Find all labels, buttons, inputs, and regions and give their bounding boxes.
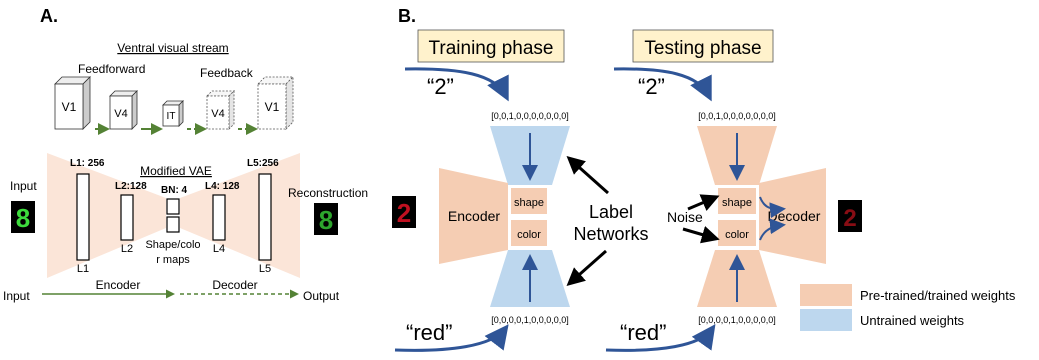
output-digit-glyph: 8 xyxy=(319,205,333,235)
stream-box-v1-input: V1 xyxy=(54,76,91,130)
training-quote-two: “2” xyxy=(427,74,454,99)
input-label: Input xyxy=(10,179,37,193)
layer-l4-size: L4: 128 xyxy=(205,181,240,192)
training-shape-latent xyxy=(511,188,547,214)
stream-box-v4-feedback: V4 xyxy=(206,90,235,130)
label-networks-arrow-down xyxy=(566,249,607,286)
legend-untrained-swatch xyxy=(800,309,852,331)
vae-title: Modified VAE xyxy=(140,164,212,178)
noise-to-shape-arrow xyxy=(687,194,720,211)
training-encoder xyxy=(439,168,508,264)
layer-l2-label: L2 xyxy=(121,243,133,255)
layer-l5-size: L5:256 xyxy=(247,158,279,169)
stream-box-label: V4 xyxy=(211,108,224,120)
training-quote-two-arrow xyxy=(404,67,509,102)
stream-box-label: V1 xyxy=(265,100,280,114)
training-digit-image xyxy=(392,196,416,228)
layer-bn-size: BN: 4 xyxy=(161,185,188,196)
layer-bn-shape-map xyxy=(166,198,180,215)
bottom-input-label: Input xyxy=(3,289,30,303)
maps-label-line1: Shape/colo xyxy=(145,239,200,251)
layer-l1 xyxy=(76,173,90,261)
testing-shape-latent xyxy=(718,188,756,214)
training-onehot-color: [0,0,0,0,1,0,0,0,0,0] xyxy=(491,315,569,325)
panel-a-label: A. xyxy=(40,6,58,26)
layer-l5-label: L5 xyxy=(259,263,271,275)
training-color-label: color xyxy=(517,229,541,241)
layer-l1-label: L1 xyxy=(77,263,89,275)
testing-digit-image xyxy=(838,200,862,232)
testing-title-box xyxy=(632,29,774,63)
testing-shape-to-decoder-arrow xyxy=(759,196,786,219)
layer-l2-size: L2:128 xyxy=(115,181,147,192)
feedback-label: Feedback xyxy=(200,66,254,80)
bottom-encoder-label: Encoder xyxy=(96,278,141,292)
testing-color-latent xyxy=(718,220,756,246)
testing-quote-two: “2” xyxy=(638,74,665,99)
layer-l4-label: L4 xyxy=(213,243,225,255)
stream-title: Ventral visual stream xyxy=(117,41,228,55)
stream-box-v4-feedforward: V4 xyxy=(109,90,138,130)
training-shape-label: shape xyxy=(514,197,544,209)
training-quote-red-arrow xyxy=(394,324,509,352)
bottom-output-label: Output xyxy=(303,289,340,303)
panel-b-label: B. xyxy=(398,6,416,26)
testing-digit-glyph: 2 xyxy=(843,205,856,232)
testing-color-label: color xyxy=(725,229,749,241)
stream-box-label: V1 xyxy=(62,100,77,114)
testing-color-to-decoder-arrow xyxy=(759,218,786,241)
output-digit-image xyxy=(314,203,338,235)
training-quote-red: “red” xyxy=(406,320,452,345)
legend-trained-swatch xyxy=(800,284,852,306)
legend-untrained-label: Untrained weights xyxy=(860,313,965,328)
input-digit-image xyxy=(11,201,35,233)
testing-shape-label: shape xyxy=(722,197,752,209)
testing-quote-two-arrow xyxy=(613,67,712,102)
testing-onehot-shape: [0,0,1,0,0,0,0,0,0,0] xyxy=(698,111,776,121)
testing-onehot-color: [0,0,0,0,1,0,0,0,0,0] xyxy=(698,315,776,325)
input-digit-glyph: 8 xyxy=(16,203,30,233)
layer-bn-color-map xyxy=(166,216,180,233)
testing-title: Testing phase xyxy=(644,38,761,59)
feedforward-label: Feedforward xyxy=(78,62,145,76)
noise-to-color-arrow xyxy=(682,226,720,244)
testing-quote-red-arrow xyxy=(605,324,716,352)
layer-l2 xyxy=(120,194,134,241)
stream-box-label: IT xyxy=(167,111,176,122)
layer-l4 xyxy=(212,194,226,241)
label-networks-line2: Networks xyxy=(573,224,648,244)
reconstruction-label: Reconstruction xyxy=(288,186,368,200)
testing-decoder-label: Decoder xyxy=(768,208,821,224)
testing-quote-red: “red” xyxy=(620,320,666,345)
training-onehot-shape: [0,0,1,0,0,0,0,0,0,0] xyxy=(491,111,569,121)
training-encoder-label: Encoder xyxy=(448,208,500,224)
bottom-decoder-label: Decoder xyxy=(212,278,257,292)
stream-box-v1-output: V1 xyxy=(257,76,294,130)
maps-label-line2: r maps xyxy=(156,254,190,266)
training-digit-glyph: 2 xyxy=(397,198,411,228)
training-title-box xyxy=(417,29,565,63)
legend-trained-label: Pre-trained/trained weights xyxy=(860,288,1016,303)
stream-box-it: IT xyxy=(162,100,184,127)
stream-box-label: V4 xyxy=(114,108,127,120)
label-networks-arrow-up xyxy=(566,156,609,195)
layer-l1-size: L1: 256 xyxy=(70,158,105,169)
label-networks-line1: Label xyxy=(589,202,633,222)
layer-l5 xyxy=(258,173,272,261)
testing-decoder xyxy=(759,168,826,264)
training-color-latent xyxy=(511,220,547,246)
noise-label: Noise xyxy=(667,209,703,225)
training-title: Training phase xyxy=(429,38,554,59)
